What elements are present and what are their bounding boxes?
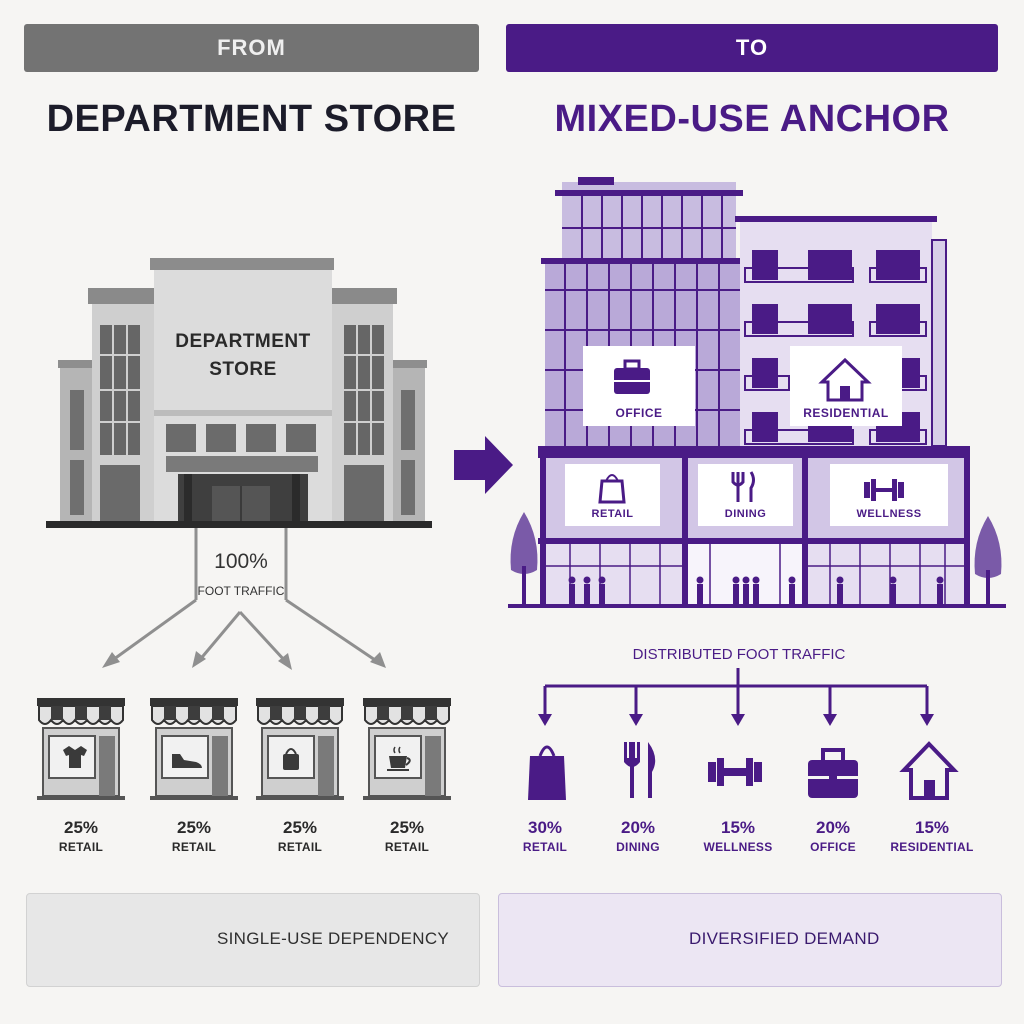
fork-knife-icon-sign: [731, 471, 755, 502]
tree-right: [974, 516, 1002, 606]
department-store-sign-line1: DEPARTMENT: [175, 331, 311, 352]
left-traffic-arrows: [109, 528, 379, 664]
pedestrians: [568, 576, 944, 604]
office-sign-label: OFFICE: [615, 406, 663, 420]
briefcase-icon-sign: [614, 359, 650, 394]
fork-knife-icon: [624, 742, 656, 798]
storefront-1: [37, 698, 125, 800]
right-arrowheads: [538, 714, 934, 726]
use-dining-label: DINING: [616, 840, 660, 854]
tree-left: [510, 512, 538, 606]
single-use-panel: SINGLE-USE DEPENDENCY: [26, 893, 480, 987]
dumbbell-icon: [708, 758, 762, 786]
use-office-percent: 20%: [815, 818, 851, 837]
shop-2-label: RETAIL: [171, 840, 217, 854]
diversified-panel: DIVERSIFIED DEMAND: [498, 893, 1002, 987]
dumbbell-icon-sign: [864, 479, 904, 501]
residential-sign-label: RESIDENTIAL: [803, 406, 889, 420]
use-residential-percent: 15%: [914, 818, 950, 837]
shop-1-percent: 25%: [63, 818, 99, 837]
wellness-sign-label: WELLNESS: [856, 508, 922, 520]
use-dining-percent: 20%: [620, 818, 656, 837]
shop-2-percent: 25%: [176, 818, 212, 837]
shopping-bag-icon-sign: [598, 474, 626, 504]
coffee-cup-icon: [387, 746, 411, 771]
shop-1-label: RETAIL: [58, 840, 104, 854]
dining-sign: [698, 464, 793, 526]
shoe-icon: [172, 754, 202, 768]
storefront-3: [256, 698, 344, 800]
use-wellness-percent: 15%: [720, 818, 756, 837]
use-residential-label: RESIDENTIAL: [890, 840, 974, 854]
dining-sign-label: DINING: [724, 508, 767, 520]
transition-arrow: [454, 436, 513, 494]
traffic-label: FOOT TRAFFIC: [197, 584, 285, 598]
department-store-title: DEPARTMENT STORE: [46, 98, 457, 140]
left-arrowheads: [102, 651, 386, 670]
shop-4-percent: 25%: [389, 818, 425, 837]
shopping-bag-icon: [528, 745, 566, 800]
department-store-building: [46, 258, 432, 528]
from-header: FROM: [24, 24, 479, 72]
house-icon: [899, 741, 959, 800]
use-wellness-label: WELLNESS: [703, 840, 773, 854]
use-retail-percent: 30%: [527, 818, 563, 837]
use-retail-label: RETAIL: [522, 840, 568, 854]
right-use-icons: [528, 741, 959, 800]
traffic-percent: 100%: [214, 550, 268, 573]
department-store-sign-line2: STORE: [209, 359, 277, 380]
to-header: TO: [506, 24, 998, 72]
storefront-2: [150, 698, 238, 800]
shop-3-percent: 25%: [282, 818, 318, 837]
house-icon-sign: [818, 357, 872, 402]
diversified-demand-text: DIVERSIFIED DEMAND: [689, 929, 880, 948]
right-traffic-arrows: [543, 668, 929, 716]
mixed-use-building: [508, 177, 1006, 608]
left-storefronts: [37, 698, 451, 800]
briefcase-icon: [808, 748, 858, 798]
mixed-use-anchor-title: MIXED-USE ANCHOR: [554, 98, 950, 140]
single-use-dependency-text: SINGLE-USE DEPENDENCY: [217, 929, 450, 948]
retail-sign-label: RETAIL: [591, 508, 634, 520]
tshirt-icon: [63, 746, 87, 768]
department-store-sign: DEPARTMENT STORE: [154, 328, 332, 384]
shop-4-label: RETAIL: [384, 840, 430, 854]
wellness-sign: [830, 464, 948, 526]
distributed-traffic-label: DISTRIBUTED FOOT TRAFFIC: [632, 646, 846, 663]
storefront-4: [363, 698, 451, 800]
use-office-label: OFFICE: [810, 840, 856, 854]
shop-3-label: RETAIL: [277, 840, 323, 854]
handbag-icon: [283, 748, 299, 770]
